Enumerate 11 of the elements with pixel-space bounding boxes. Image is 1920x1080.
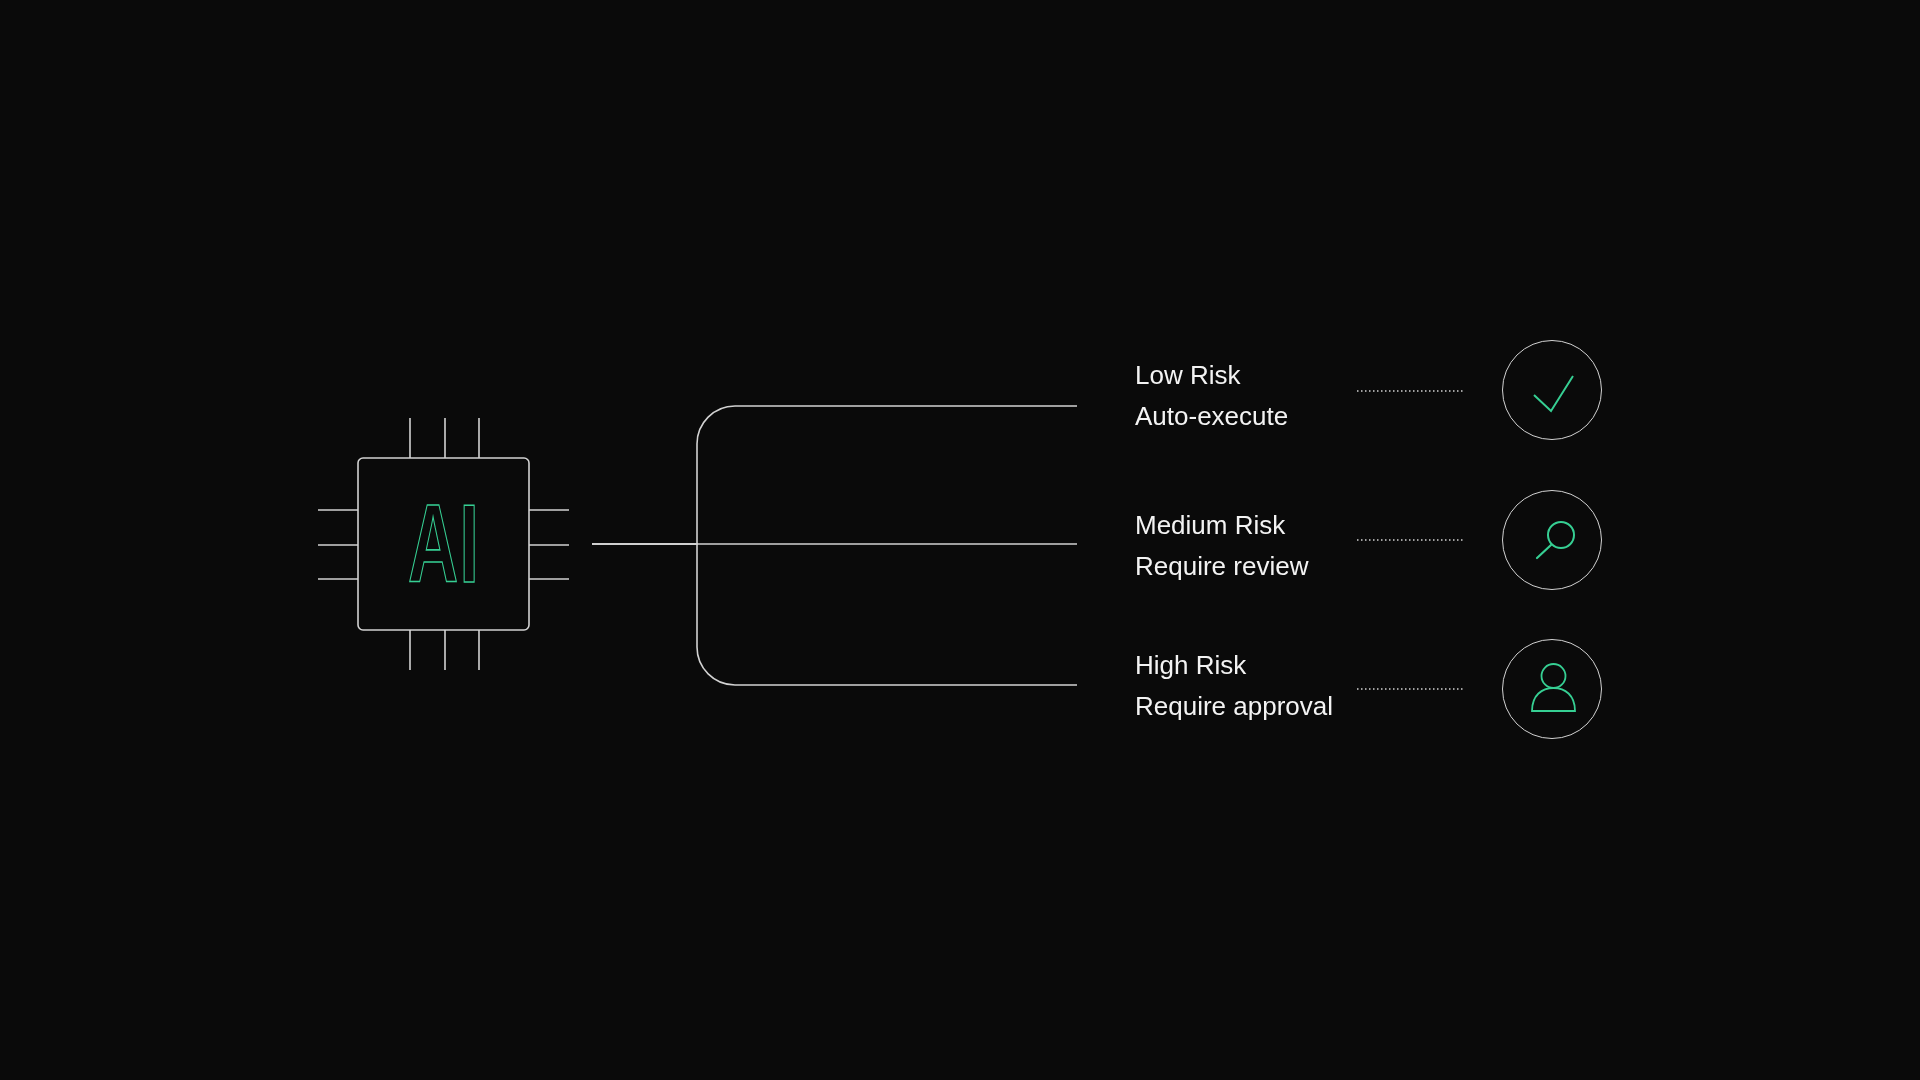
- connector-line: [591, 543, 1078, 686]
- dotted-line: [1356, 688, 1465, 690]
- dotted-line: [1356, 539, 1465, 541]
- action-label: Require approval: [1135, 690, 1333, 723]
- risk-level-label: Medium Risk: [1135, 509, 1286, 542]
- risk-level-label: High Risk: [1135, 649, 1247, 682]
- action-label: Auto-execute: [1135, 400, 1289, 433]
- chip-label: AI: [407, 488, 480, 600]
- action-label: Require review: [1135, 550, 1309, 583]
- dotted-line: [1356, 390, 1465, 392]
- risk-level-label: Low Risk: [1135, 359, 1241, 392]
